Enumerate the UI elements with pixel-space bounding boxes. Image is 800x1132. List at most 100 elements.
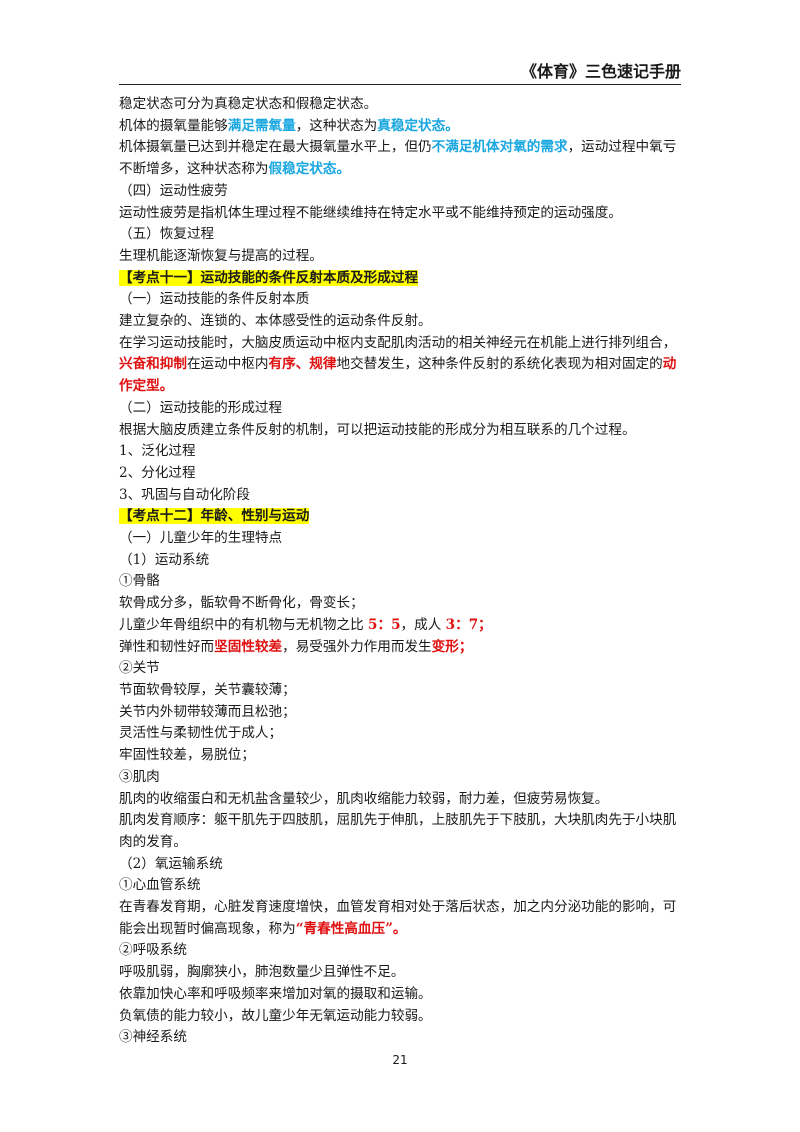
text-segment: 依靠加快心率和呼吸频率来增加对氧的摄取和运输。 bbox=[119, 985, 432, 1002]
text-segment: 肌肉的收缩蛋白和无机盐含量较少，肌肉收缩能力较弱，耐力差，但疲劳易恢复。 bbox=[119, 790, 609, 807]
text-line: 弹性和韧性好而坚固性较差，易受强外力作用而发生变形； bbox=[119, 637, 681, 659]
page-header: 《体育》三色速记手册 bbox=[119, 58, 681, 85]
emphasis-text: 5：5 bbox=[368, 616, 401, 633]
emphasis-text: 假稳定状态。 bbox=[268, 161, 351, 178]
text-segment: 呼吸肌弱，胸廓狭小，肺泡数量少且弹性不足。 bbox=[119, 964, 405, 981]
text-line: 生理机能逐渐恢复与提高的过程。 bbox=[119, 246, 681, 268]
text-segment: （二）运动技能的形成过程 bbox=[119, 399, 283, 416]
text-line: 关节内外韧带较薄而且松弛； bbox=[119, 702, 681, 724]
text-line: 在青春发育期，心脏发育速度增快，血管发育相对处于落后状态，加之内分泌功能的影响，… bbox=[119, 897, 681, 940]
text-segment: ②关节 bbox=[119, 660, 160, 677]
text-line: 根据大脑皮质建立条件反射的机制，可以把运动技能的形成分为相互联系的几个过程。 bbox=[119, 420, 681, 442]
header-title: 《体育》三色速记手册 bbox=[520, 62, 681, 81]
text-segment: （2）氧运输系统 bbox=[119, 855, 223, 872]
text-line: 机体摄氧量已达到并稳定在最大摄氧量水平上，但仍不满足机体对氧的需求，运动过程中氧… bbox=[119, 137, 681, 180]
text-segment: （五）恢复过程 bbox=[119, 226, 215, 243]
text-line: 运动性疲劳是指机体生理过程不能继续维持在特定水平或不能维持预定的运动强度。 bbox=[119, 203, 681, 225]
text-line: （一）儿童少年的生理特点 bbox=[119, 528, 681, 550]
text-line: 建立复杂的、连锁的、本体感受性的运动条件反射。 bbox=[119, 311, 681, 333]
text-line: 肌肉发育顺序：躯干肌先于四肢肌，屈肌先于伸肌，上肢肌先于下肢肌，大块肌肉先于小块… bbox=[119, 810, 681, 853]
text-segment: ，易受强外力作用而发生 bbox=[282, 638, 432, 655]
text-line: ③肌肉 bbox=[119, 767, 681, 789]
text-line: 2、分化过程 bbox=[119, 463, 681, 485]
section-heading: 【考点十一】运动技能的条件反射本质及形成过程 bbox=[119, 269, 419, 286]
text-segment: （一）运动技能的条件反射本质 bbox=[119, 291, 310, 308]
emphasis-text: 3：7； bbox=[445, 616, 492, 633]
text-segment: 2、分化过程 bbox=[119, 464, 196, 481]
text-segment: 在青春发育期，心脏发育速度增快，血管发育相对处于落后状态，加之内分泌功能的影响，… bbox=[119, 899, 677, 937]
text-line: 软骨成分多，骺软骨不断骨化，骨变长； bbox=[119, 593, 681, 615]
page-number: 21 bbox=[392, 1053, 408, 1067]
text-line: ①心血管系统 bbox=[119, 875, 681, 897]
text-line: 在学习运动技能时，大脑皮质运动中枢内支配肌肉活动的相关神经元在机能上进行排列组合… bbox=[119, 333, 681, 398]
text-line: 【考点十二】年龄、性别与运动 bbox=[119, 506, 681, 528]
emphasis-text: 有序、规律 bbox=[268, 356, 337, 373]
text-line: （1）运动系统 bbox=[119, 550, 681, 572]
text-segment: 弹性和韧性好而 bbox=[119, 638, 215, 655]
text-segment: 生理机能逐渐恢复与提高的过程。 bbox=[119, 247, 323, 264]
text-line: （四）运动性疲劳 bbox=[119, 181, 681, 203]
text-line: 儿童少年骨组织中的有机物与无机物之比 5：5，成人 3：7； bbox=[119, 615, 681, 637]
text-line: ①骨骼 bbox=[119, 571, 681, 593]
emphasis-text: 变形； bbox=[431, 638, 473, 655]
text-line: （二）运动技能的形成过程 bbox=[119, 398, 681, 420]
text-line: 稳定状态可分为真稳定状态和假稳定状态。 bbox=[119, 94, 681, 116]
text-segment: ，这种状态为 bbox=[295, 117, 378, 134]
emphasis-text: 动作定型。 bbox=[119, 356, 677, 395]
text-segment: ，成人 bbox=[400, 616, 446, 633]
text-segment: 机体的摄氧量能够 bbox=[119, 117, 228, 134]
text-line: 节面软骨较厚，关节囊较薄； bbox=[119, 680, 681, 702]
text-segment: 地交替发生，这种条件反射的系统化表现为相对固定的 bbox=[336, 356, 663, 373]
emphasis-text: 不满足机体对氧的需求 bbox=[431, 139, 568, 156]
text-line: 依靠加快心率和呼吸频率来增加对氧的摄取和运输。 bbox=[119, 984, 681, 1006]
text-segment: 关节内外韧带较薄而且松弛； bbox=[119, 703, 296, 720]
text-line: ②关节 bbox=[119, 658, 681, 680]
text-segment: 肌肉发育顺序：躯干肌先于四肢肌，屈肌先于伸肌，上肢肌先于下肢肌，大块肌肉先于小块… bbox=[119, 812, 677, 850]
emphasis-text: “青春性高血压”。 bbox=[295, 920, 407, 937]
text-line: 牢固性较差，易脱位； bbox=[119, 745, 681, 767]
text-line: （2）氧运输系统 bbox=[119, 854, 681, 876]
emphasis-text: 兴奋和抑制 bbox=[119, 356, 187, 373]
text-line: ③神经系统 bbox=[119, 1027, 681, 1049]
text-line: （一）运动技能的条件反射本质 bbox=[119, 289, 681, 311]
section-heading: 【考点十二】年龄、性别与运动 bbox=[119, 508, 310, 525]
text-segment: ①心血管系统 bbox=[119, 877, 201, 894]
text-segment: ②呼吸系统 bbox=[119, 942, 187, 959]
text-segment: （四）运动性疲劳 bbox=[119, 182, 228, 199]
text-line: 机体的摄氧量能够满足需氧量，这种状态为真稳定状态。 bbox=[119, 116, 681, 138]
text-segment: （1）运动系统 bbox=[119, 551, 210, 568]
text-segment: 儿童少年骨组织中的有机物与无机物之比 bbox=[119, 616, 369, 633]
text-line: 灵活性与柔韧性优于成人； bbox=[119, 723, 681, 745]
text-segment: 稳定状态可分为真稳定状态和假稳定状态。 bbox=[119, 96, 378, 112]
text-line: ②呼吸系统 bbox=[119, 940, 681, 962]
text-segment: 机体摄氧量已达到并稳定在最大摄氧量水平上，但仍 bbox=[119, 139, 432, 156]
text-segment: ，运动过程中氧亏不断增多，这种状态称为 bbox=[119, 139, 677, 178]
text-segment: （一）儿童少年的生理特点 bbox=[119, 530, 283, 547]
text-segment: 3、巩固与自动化阶段 bbox=[119, 486, 250, 503]
text-segment: 牢固性较差，易脱位； bbox=[119, 747, 255, 764]
text-segment: 节面软骨较厚，关节囊较薄； bbox=[119, 681, 296, 698]
text-segment: 在运动中枢内 bbox=[186, 356, 269, 373]
emphasis-text: 坚固性较差 bbox=[214, 638, 283, 655]
text-segment: ③肌肉 bbox=[119, 768, 160, 785]
text-line: 负氧债的能力较小，故儿童少年无氧运动能力较弱。 bbox=[119, 1006, 681, 1028]
text-segment: 建立复杂的、连锁的、本体感受性的运动条件反射。 bbox=[119, 313, 432, 330]
text-segment: ①骨骼 bbox=[119, 573, 160, 590]
text-line: 3、巩固与自动化阶段 bbox=[119, 485, 681, 507]
text-segment: 1、泛化过程 bbox=[119, 443, 196, 460]
text-segment: 在学习运动技能时，大脑皮质运动中枢内支配肌肉活动的相关神经元在机能上进行排列组合… bbox=[119, 334, 677, 351]
text-line: 【考点十一】运动技能的条件反射本质及形成过程 bbox=[119, 268, 681, 290]
text-line: 肌肉的收缩蛋白和无机盐含量较少，肌肉收缩能力较弱，耐力差，但疲劳易恢复。 bbox=[119, 789, 681, 811]
emphasis-text: 真稳定状态。 bbox=[377, 117, 459, 134]
text-line: （五）恢复过程 bbox=[119, 224, 681, 246]
document-body: 稳定状态可分为真稳定状态和假稳定状态。机体的摄氧量能够满足需氧量，这种状态为真稳… bbox=[119, 94, 681, 1049]
text-line: 1、泛化过程 bbox=[119, 441, 681, 463]
text-segment: 运动性疲劳是指机体生理过程不能继续维持在特定水平或不能维持预定的运动强度。 bbox=[119, 204, 622, 221]
text-line: 呼吸肌弱，胸廓狭小，肺泡数量少且弹性不足。 bbox=[119, 962, 681, 984]
text-segment: 软骨成分多，骺软骨不断骨化，骨变长； bbox=[119, 595, 364, 612]
text-segment: 灵活性与柔韧性优于成人； bbox=[119, 725, 283, 742]
text-segment: ③神经系统 bbox=[119, 1029, 187, 1046]
text-segment: 负氧债的能力较小，故儿童少年无氧运动能力较弱。 bbox=[119, 1007, 432, 1024]
emphasis-text: 满足需氧量 bbox=[227, 117, 296, 134]
text-segment: 根据大脑皮质建立条件反射的机制，可以把运动技能的形成分为相互联系的几个过程。 bbox=[119, 421, 636, 438]
